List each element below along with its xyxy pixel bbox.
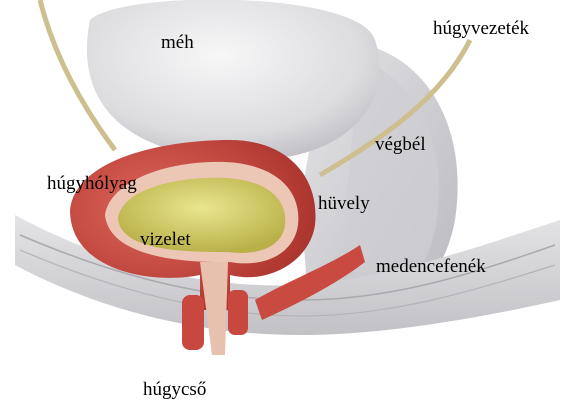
label-urethra: húgycső xyxy=(143,380,206,399)
label-uterus: méh xyxy=(161,33,194,52)
label-urine: vizelet xyxy=(140,230,191,249)
label-rectum: végbél xyxy=(375,135,426,154)
urethra-sphincter-left xyxy=(182,295,204,350)
uterus-shape xyxy=(87,0,380,160)
label-ureter: húgyvezeték xyxy=(433,19,529,38)
label-pelvic-floor: medencefenék xyxy=(376,257,486,276)
urethra-sphincter-right xyxy=(228,290,248,335)
label-bladder: húgyhólyag xyxy=(47,174,137,193)
label-vagina: hüvely xyxy=(318,194,370,213)
